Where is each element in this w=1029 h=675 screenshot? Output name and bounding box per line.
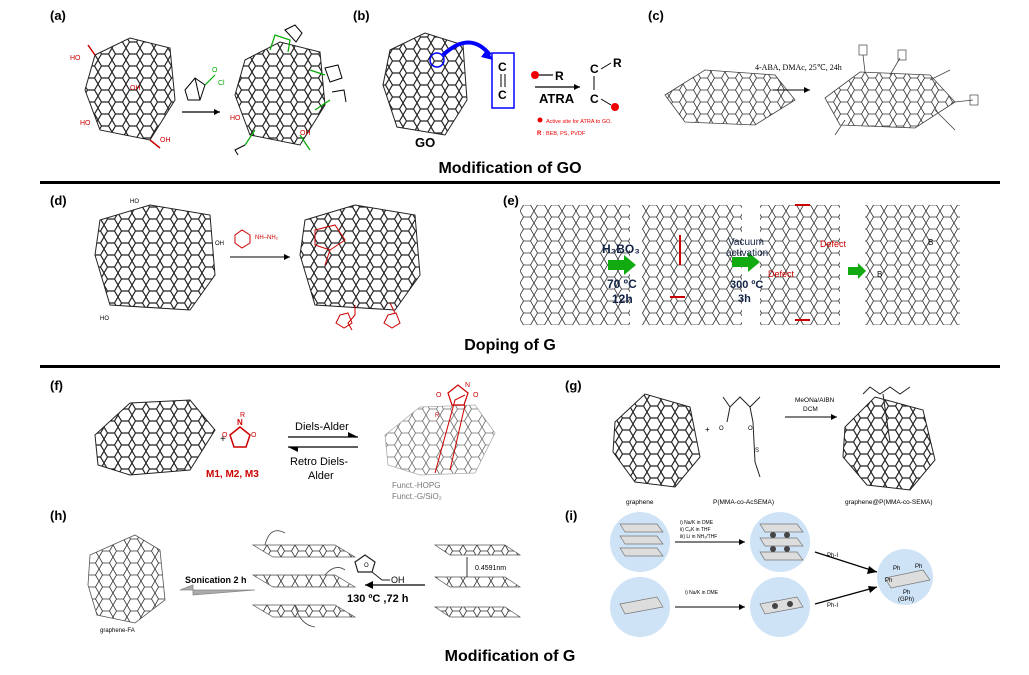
panel-b-atra: ATRA [539,91,575,106]
panel-d-label: (d) [50,193,67,208]
panel-i-reagent-2: Ph-I [827,603,838,609]
panel-f-forward: Diels-Alder [295,421,349,433]
panel-e-defect-2: Defect [768,269,795,279]
panel-h-label: (h) [50,508,67,523]
panel-i-product: (GPh) [898,597,914,603]
panel-i-ph-1: Ph [893,566,900,572]
panel-b-note1: Active site for ATRA to GO. [546,119,612,125]
panel-f-monomers: M1, M2, M3 [206,469,259,480]
svg-text:O: O [364,563,369,569]
panel-i-top1: i) Na/K in DME [680,520,714,526]
panel-f-r1: R [240,412,245,419]
panel-g-cap3: graphene@P(MMA-co-SEMA) [845,499,933,506]
panel-a-graphic: HO HO OH OH O Cl HO OH [70,24,347,156]
svg-text:S: S [755,448,759,454]
panel-e-vac2: activation [726,248,768,259]
panel-h-temp: 130 ºC ,72 h [347,593,409,605]
panel-c-label: (c) [648,8,664,23]
panel-g-label: (g) [565,378,582,393]
svg-text:HO: HO [230,115,241,122]
svg-text:C: C [498,60,507,74]
svg-text:Cl: Cl [218,80,225,87]
svg-text:C: C [590,62,599,76]
panel-f-legend1: Funct.-HOPG [392,481,440,490]
panel-e-temp2: 300 ºC [730,279,763,291]
section-title-g-modification: Modification of G [444,648,576,665]
panel-f-o3: O [473,392,479,399]
panel-e-vac1: Vacuum [728,237,764,248]
panel-e-temp1: 70 ºC [607,277,637,291]
svg-text:+: + [220,434,226,445]
panel-f-n2: N [465,382,470,389]
svg-text:HO: HO [70,55,81,62]
panel-h-graphic: graphene-FA Sonication 2 h O OH 130 ºC ,… [87,530,522,634]
panel-g-cond2: DCM [803,406,818,413]
panel-d-graphic: HO OH HO NH–NH₂ [94,199,421,331]
panel-h-oh: OH [391,575,405,585]
panel-f-graphic: + N O O R M1, M2, M3 Diels-Alder Retro D… [94,382,496,501]
panel-h-spacing: 0.4591nm [475,565,506,572]
svg-text:C: C [590,92,599,106]
panel-e-time2: 3h [738,293,751,305]
panel-f-label: (f) [50,378,63,393]
panel-c-condition: 4-ABA, DMAc, 25℃, 24h [755,63,842,72]
panel-e-b1: B [877,270,882,279]
svg-text:O: O [748,426,753,432]
section-title-go-modification: Modification of GO [438,160,582,177]
panel-h-sonication: Sonication 2 h [185,575,247,585]
svg-text:O: O [212,67,218,74]
svg-text:O: O [719,426,724,432]
svg-text:OH: OH [300,130,311,137]
panel-g-graphic: + O O S MeONa/AIBN DCM graphene P(MMA-co… [612,386,936,506]
panel-i-top3: iii) Li in NH₃/THF [680,534,717,540]
panel-b-note2-key: R [537,131,542,137]
panel-e-label: (e) [503,193,519,208]
divider-1 [40,181,1000,184]
panel-i-label: (i) [565,508,578,523]
panel-b-r1: R [555,69,564,83]
panel-b-label: (b) [353,8,370,23]
svg-text:HO: HO [80,120,91,127]
section-title-doping: Doping of G [464,337,556,354]
panel-i-top2: ii) C₈K in THF [680,527,711,533]
panel-e-defect-1: Defect [820,239,847,249]
panel-f-o1: O [222,432,228,439]
panel-f-legend2: Funct.-G/SiO₂ [392,492,442,501]
panel-e-graphic: H₃BO₃ 70 ºC 12h Vacuum activation 300 ºC… [520,204,960,325]
panel-h-cap: graphene-FA [100,628,135,634]
svg-text:C: C [498,88,507,102]
panel-e-reagent: H₃BO₃ [602,242,640,256]
svg-text:NH–NH₂: NH–NH₂ [255,235,279,241]
panel-i-bottom1: i) Na/K in DME [685,590,719,596]
panel-g-cap2: P(MMA-co-AcSEMA) [713,499,774,506]
panel-b-go: GO [415,135,435,150]
panel-g-cond1: MeONa/AIBN [795,397,835,404]
svg-text:HO: HO [100,316,109,322]
panel-i-reagent-1: Ph-I [827,553,838,559]
panel-i-ph-2: Ph [915,564,922,570]
panel-f-reverse2: Alder [308,470,334,482]
panel-i-ph-4: Ph [903,590,910,596]
svg-text:OH: OH [130,85,141,92]
panel-b-r2: R [613,56,622,70]
panel-i-graphic: i) Na/K in DME ii) C₈K in THF iii) Li in… [610,512,933,637]
panel-f-o4: O [436,392,442,399]
panel-f-r2: R [435,413,440,419]
panel-f-n1: N [237,418,243,427]
panel-g-plus: + [705,425,710,434]
svg-text:HO: HO [130,199,139,205]
panel-b-graphic: C C R ATRA C R C Active site for ATRA to… [382,32,622,150]
svg-text:OH: OH [215,241,224,247]
divider-2 [40,365,1000,368]
panel-f-reverse1: Retro Diels- [290,456,348,468]
panel-e-b2: B [928,238,933,247]
panel-e-time1: 12h [612,292,633,306]
panel-c-graphic: 4-ABA, DMAc, 25℃, 24h [664,44,979,136]
panel-i-ph-3: Ph [885,578,892,584]
panel-a-label: (a) [50,8,66,23]
panel-b-note2: : BEB, PS, PVDF [543,131,586,137]
panel-g-cap1: graphene [626,499,654,506]
svg-text:OH: OH [160,137,171,144]
panel-f-o2: O [251,432,257,439]
